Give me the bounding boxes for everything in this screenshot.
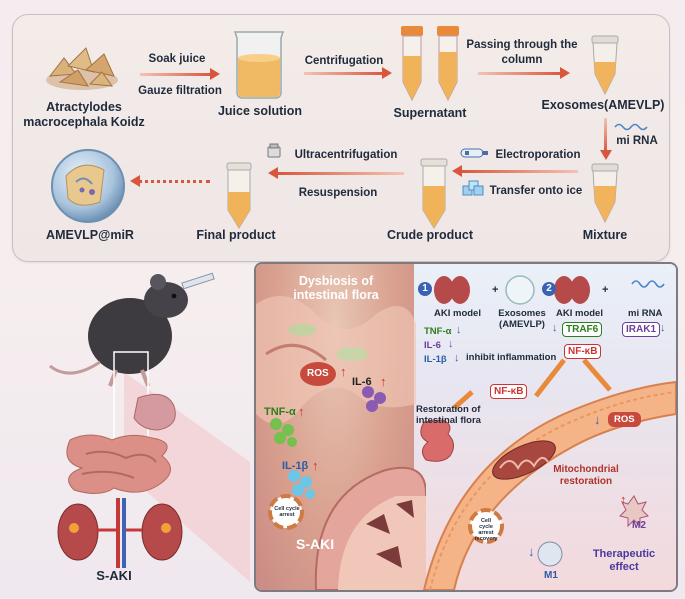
ice-icon (462, 180, 484, 196)
product-dotted-arrow (130, 175, 210, 187)
tnf2-label: TNF-α (424, 326, 452, 337)
il1b2-down-icon: ↓ (454, 352, 460, 364)
exosomes-panel-label: Exosomes (AMEVLP) (498, 308, 546, 330)
il1b-label: IL-1β (282, 460, 309, 472)
cellcycle-label: Cell cycle arrest (274, 506, 300, 518)
mirna-wave-icon (614, 123, 648, 131)
final-tube-image (226, 162, 252, 229)
ros2-down-icon: ↓ (594, 412, 601, 427)
aki1-label: AKI model (434, 308, 481, 319)
recovery-label: Cell cycle arrest recovery (474, 518, 498, 542)
mouse-gut-kidney-illustration (49, 272, 250, 582)
tnf-up-icon: ↑ (298, 404, 305, 419)
preparation-panel (12, 14, 670, 262)
crude-label: Crude product (386, 228, 474, 242)
gut-kidney-art (256, 296, 426, 590)
step1-badge: 1 (418, 282, 432, 296)
mixture-tube-image (591, 163, 619, 224)
restoration-label: Restoration of intestinal flora (416, 404, 481, 426)
il1b-up-icon: ↑ (312, 458, 319, 473)
resuspension-label: Resuspension (298, 187, 378, 199)
mixture-label: Mixture (582, 228, 628, 242)
traf6-tag: TRAF6 (562, 322, 603, 337)
m2-label: M2 (632, 520, 646, 531)
electroporation-icon (460, 148, 488, 158)
plus2-label: + (602, 284, 609, 296)
dysbiosis-label: Dysbiosis of intestinal flora (293, 274, 379, 302)
supernatant-label: Supernatant (393, 106, 467, 120)
il62-label: IL-6 (424, 340, 441, 351)
plus1-label: + (492, 284, 499, 296)
m1-down-icon: ↓ (528, 544, 535, 559)
il6-up-icon: ↑ (380, 374, 387, 389)
centrifugation-arrow (304, 67, 392, 79)
exosome-tube-image (591, 35, 619, 96)
column-label: Passing through the column (466, 39, 578, 66)
soak-juice-label: Soak juice (148, 53, 206, 65)
beaker-image (233, 31, 285, 99)
product-label: AMEVLP@miR (46, 228, 134, 242)
juice-label: Juice solution (217, 104, 303, 118)
aki2-label: AKI model (556, 308, 603, 319)
saki-panel-label: S-AKI (296, 536, 335, 552)
il6-label: IL-6 (352, 376, 372, 388)
nfkb2-tag: NF-κB (564, 344, 602, 359)
tnf-label: TNF-α (264, 406, 296, 418)
tnf2-down-icon: ↓ (456, 324, 462, 336)
mechanism-art (420, 275, 676, 590)
mirna-arrow (600, 118, 612, 160)
ice-arrow (452, 165, 578, 177)
ultracentrifugation-label: Ultracentrifugation (294, 149, 398, 161)
crude-tube-image (420, 158, 448, 229)
ultracentrifuge-icon (267, 143, 281, 158)
saki-left-label: S-AKI (96, 568, 132, 583)
herb-label: Atractylodes macrocephala Koidz (23, 100, 145, 129)
centrifuge-tubes-image (401, 26, 459, 102)
ros-label: ROS (307, 368, 329, 379)
il62-down-icon: ↓ (448, 338, 454, 350)
m2-up-icon: ↑ (620, 492, 627, 507)
ros2-badge: ROS (608, 412, 641, 427)
m1-label: M1 (544, 570, 558, 581)
soak-arrow (140, 68, 220, 80)
ros-up-icon: ↑ (340, 364, 347, 379)
traf6-down-icon: ↓ (552, 322, 558, 334)
irak1-tag: IRAK1 (622, 322, 661, 337)
centrifugation-label: Centrifugation (304, 55, 384, 67)
irak1-down-icon: ↓ (660, 322, 666, 334)
exosomes-label: Exosomes(AMEVLP) (541, 98, 665, 112)
herb-slices-image (46, 47, 118, 90)
ice-label: Transfer onto ice (489, 185, 583, 197)
step2-badge: 2 (542, 282, 556, 296)
nfkb1-tag: NF-κB (490, 384, 528, 399)
vesicle-sphere-image (51, 149, 125, 223)
column-arrow (478, 67, 570, 79)
il1b2-label: IL-1β (424, 354, 447, 365)
final-label: Final product (196, 228, 276, 242)
mito-label: Mitochondrial restoration (553, 464, 619, 487)
therapeutic-label: Therapeutic effect (592, 548, 656, 573)
electroporation-label: Electroporation (495, 149, 581, 161)
gauze-label: Gauze filtration (138, 85, 222, 97)
resuspension-arrow (268, 167, 404, 179)
mirna-label: mi RNA (616, 135, 658, 147)
inhibit-label: inhibit inflammation (466, 352, 557, 363)
mechanism-panel: Dysbiosis of intestinal flora ROS ↑ IL-6… (254, 262, 678, 592)
mirna-panel-label: mi RNA (628, 308, 663, 319)
